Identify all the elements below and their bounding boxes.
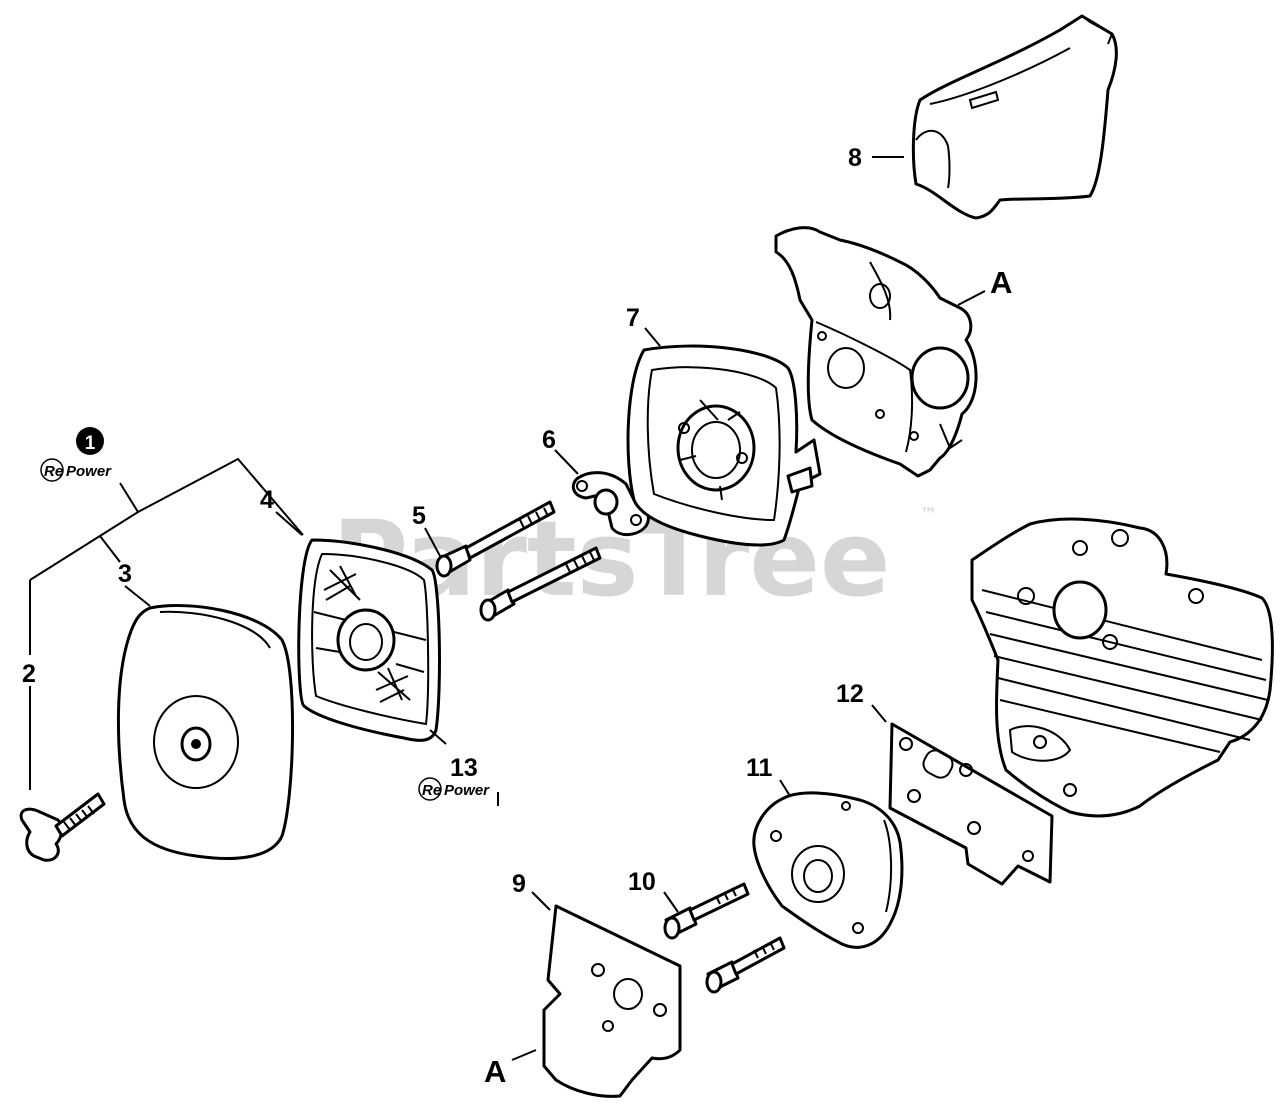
callout-8: 8 — [848, 144, 862, 172]
repower-power: Power — [66, 463, 112, 480]
callout-4: 4 — [260, 486, 274, 514]
callout-6: 6 — [542, 426, 556, 454]
repower-re: Re — [44, 463, 63, 480]
repower-logo-icon — [418, 777, 442, 801]
bolts-10 — [663, 882, 786, 994]
gasket-12 — [888, 722, 1054, 886]
air-cleaner-case — [626, 344, 822, 547]
kit-bracket — [29, 457, 304, 790]
air-cleaner-cover — [116, 604, 295, 861]
bracket-plate — [571, 471, 650, 536]
callout-9: 9 — [512, 870, 526, 898]
carburetor-cover — [911, 14, 1118, 220]
carburetor — [774, 226, 978, 478]
repower-logo-icon — [40, 458, 64, 482]
cylinder — [970, 517, 1274, 818]
repower-badge-kit: 1 Re Power — [40, 427, 112, 482]
callout-7: 7 — [626, 304, 640, 332]
callout-3: 3 — [118, 560, 132, 588]
callout-10: 10 — [628, 868, 656, 896]
air-filter-element — [297, 538, 441, 742]
repower-re: Re — [422, 782, 441, 799]
callout-5: 5 — [412, 502, 426, 530]
repower-power: Power — [444, 782, 490, 799]
insulator — [752, 791, 904, 949]
gasket-9 — [542, 904, 682, 1098]
callout-ref-a-bottom: A — [484, 1054, 506, 1089]
callout-12: 12 — [836, 680, 864, 708]
bolts — [435, 500, 602, 622]
callout-ref-a-top: A — [990, 265, 1012, 300]
badge-circle — [76, 427, 104, 455]
callout-11: 11 — [746, 754, 773, 782]
leader-lines — [124, 156, 986, 1061]
callout-2: 2 — [22, 660, 36, 688]
callout-13: 13 — [450, 754, 478, 782]
badge-number: 1 — [85, 433, 96, 454]
trademark: ™ — [920, 505, 937, 525]
repower-badge-13: Re Power — [418, 777, 499, 806]
wing-bolt — [19, 792, 106, 862]
